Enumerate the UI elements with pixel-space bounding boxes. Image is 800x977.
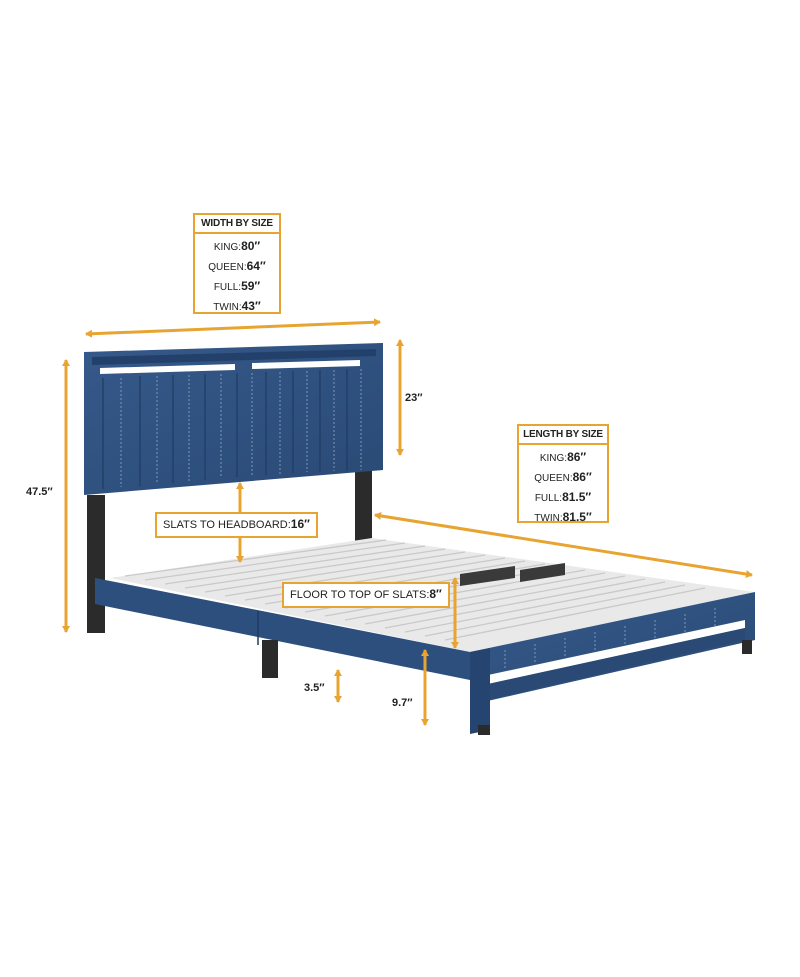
total-height-label: 47.5″: [26, 486, 53, 498]
length-by-size-box: LENGTH BY SIZE KING:86″ QUEEN:86″ FULL:8…: [517, 424, 609, 524]
side-rail: [95, 578, 470, 680]
slats-to-headboard-callout: SLATS TO HEADBOARD:16″: [155, 512, 318, 538]
footboard: [470, 592, 755, 735]
width-arrow: [85, 318, 381, 338]
width-row-full: FULL:59″: [213, 279, 261, 293]
length-row-queen: QUEEN:86″: [534, 470, 592, 484]
length-row-full: FULL:81.5″: [534, 490, 592, 504]
headboard: [84, 343, 383, 495]
leg-height-label: 3.5″: [304, 682, 325, 694]
floor-to-slats-callout: FLOOR TO TOP OF SLATS:8″: [282, 582, 450, 608]
headboard-height-label: 23″: [405, 392, 423, 404]
length-row-king: KING:86″: [539, 450, 587, 464]
width-by-size-box: WIDTH BY SIZE KING:80″ QUEEN:64″ FULL:59…: [193, 213, 281, 314]
width-row-twin: TWIN:43″: [213, 299, 261, 313]
side-height-label: 9.7″: [392, 697, 413, 709]
dimension-arrows: [62, 318, 753, 726]
width-box-heading: WIDTH BY SIZE: [195, 215, 279, 234]
length-row-twin: TWIN:81.5″: [534, 510, 592, 524]
width-row-king: KING:80″: [213, 239, 261, 253]
length-arrow: [374, 511, 753, 579]
width-row-queen: QUEEN:64″: [208, 259, 266, 273]
length-box-heading: LENGTH BY SIZE: [519, 426, 607, 445]
